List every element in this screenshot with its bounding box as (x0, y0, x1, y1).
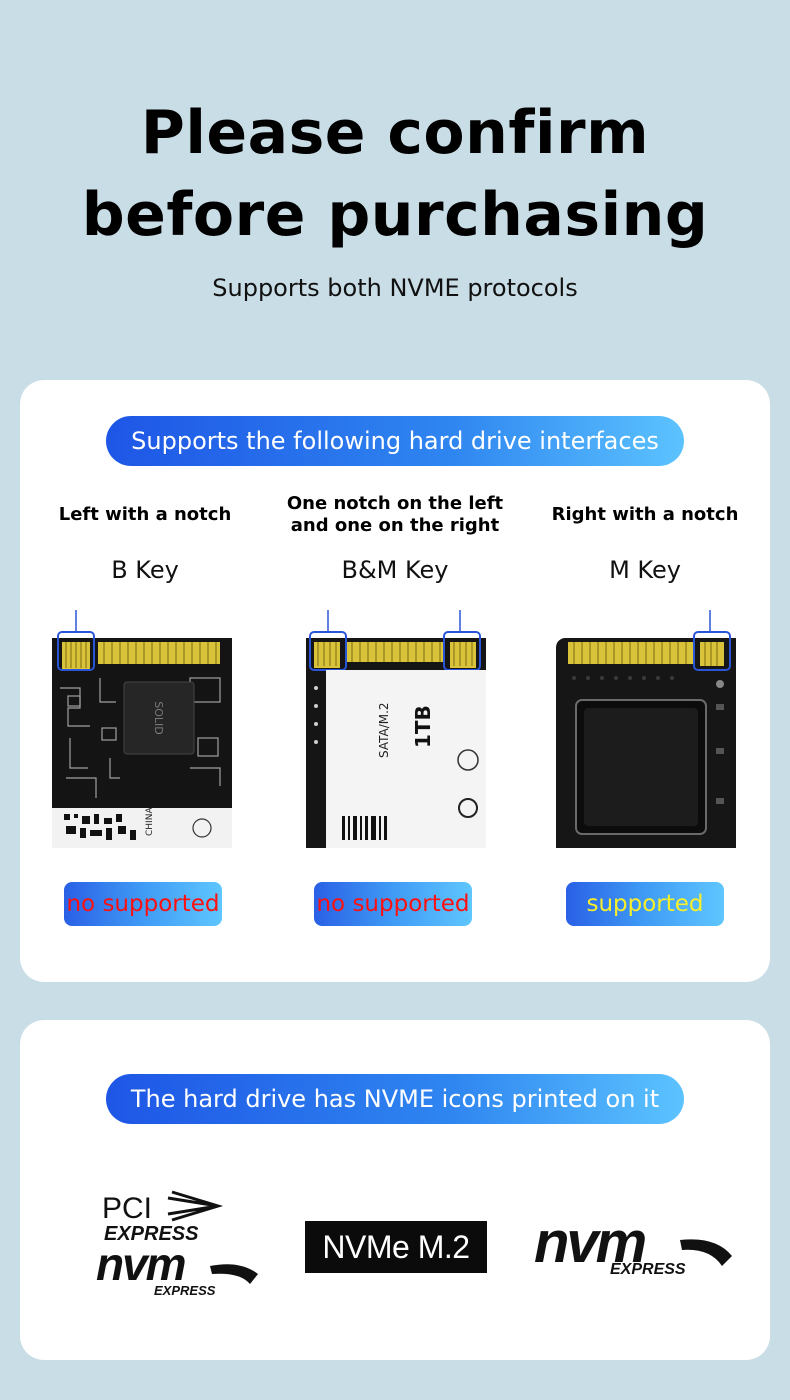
nvme-m2-text: NVMe M.2 (322, 1229, 470, 1265)
title-line-1: Please confirm (140, 98, 650, 168)
nvm-express-logo: nvm EXPRESS (534, 1210, 732, 1278)
nvm-express-text: EXPRESS (610, 1261, 686, 1278)
m-key-label: M Key (609, 556, 681, 584)
nvme-banner: The hard drive has NVME icons printed on… (106, 1074, 684, 1124)
page-title: Please confirm before purchasing (0, 92, 790, 256)
bm-key-status-badge: no supported (314, 882, 472, 926)
pci-nvm-express-text: EXPRESS (154, 1283, 216, 1298)
b-key-drive-image: SOLID CHINA (52, 610, 232, 848)
m-key-title: Right with a notch (551, 504, 739, 525)
m-key-drive-image (556, 610, 736, 848)
nvme-m2-logo: NVMe M.2 (305, 1221, 487, 1273)
b-key-label: B Key (111, 556, 179, 584)
b-key-column: Left with a notch B Key (30, 490, 260, 940)
pci-express-nvm-logo: PCI EXPRESS nvm EXPRESS (96, 1190, 258, 1298)
pci-text: PCI (102, 1192, 152, 1225)
bm-key-title: One notch on the left and one on the rig… (286, 493, 504, 536)
b-key-status-badge: no supported (64, 882, 222, 926)
b-key-made-in: CHINA (145, 807, 155, 836)
bm-key-type-label: SATA/M.2 (377, 702, 391, 758)
m-key-column: Right with a notch M Key (530, 490, 760, 940)
title-line-2: before purchasing (81, 180, 709, 250)
svg-text:SOLID: SOLID (152, 701, 165, 734)
m-key-status-badge: supported (566, 882, 724, 926)
pci-nvm-text: nvm (96, 1238, 185, 1290)
nvm-text: nvm (534, 1210, 646, 1275)
nvme-card: The hard drive has NVME icons printed on… (20, 1020, 770, 1360)
page-subtitle: Supports both NVME protocols (212, 274, 578, 302)
interfaces-card: Supports the following hard drive interf… (20, 380, 770, 982)
bm-key-column: One notch on the left and one on the rig… (280, 490, 510, 940)
bm-key-capacity-label: 1TB (411, 705, 435, 748)
b-key-title: Left with a notch (58, 504, 232, 525)
interfaces-banner: Supports the following hard drive interf… (106, 416, 684, 466)
pci-express-text: EXPRESS (104, 1223, 199, 1245)
bm-key-drive-image: SATA/M.2 1TB (306, 610, 486, 848)
bm-key-label: B&M Key (341, 556, 449, 584)
